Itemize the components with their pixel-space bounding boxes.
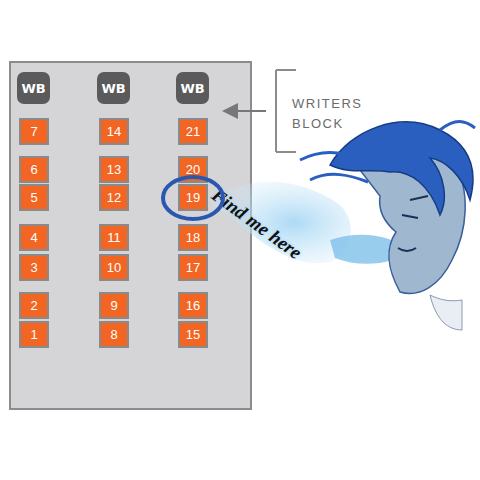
seat-number: 2	[30, 298, 37, 313]
seat-number: 19	[186, 190, 200, 205]
seat-box: 3	[19, 254, 49, 281]
pointer-head	[222, 103, 238, 119]
mouth	[398, 248, 416, 251]
seat-box: 12	[99, 184, 129, 211]
wb-label: WB	[21, 81, 45, 96]
seat-number: 3	[30, 260, 37, 275]
seat-number: 5	[30, 190, 37, 205]
hair	[330, 122, 473, 215]
seat-box: 15	[178, 321, 208, 348]
seat-number: 1	[30, 327, 37, 342]
seat-box: 2	[19, 292, 49, 319]
seat-number: 20	[186, 162, 200, 177]
seat-number: 6	[30, 162, 37, 177]
hall-panel	[10, 62, 251, 409]
wb-box: WB	[97, 72, 130, 104]
seat-box: 11	[99, 224, 129, 251]
seat-box: 5	[19, 184, 49, 211]
collar	[430, 295, 462, 330]
seat-box: 18	[178, 224, 208, 251]
blown-wind	[208, 182, 351, 263]
wb-label: WB	[180, 81, 204, 96]
seat-number: 12	[107, 190, 121, 205]
seat-box: 13	[99, 156, 129, 183]
wb-label: WB	[101, 81, 125, 96]
seat-number: 16	[186, 298, 200, 313]
seat-number: 8	[110, 327, 117, 342]
seat-box: 14	[99, 118, 129, 145]
seat-box: 10	[99, 254, 129, 281]
section-label: WRITERS BLOCK	[292, 94, 382, 134]
seat-box: 4	[19, 224, 49, 251]
seat-number: 10	[107, 260, 121, 275]
eye-brow	[402, 196, 428, 218]
pointer-line	[236, 110, 266, 112]
seat-number: 4	[30, 230, 37, 245]
seat-box: 1	[19, 321, 49, 348]
seat-number: 7	[30, 124, 37, 139]
seat-box: 8	[99, 321, 129, 348]
seat-box: 17	[178, 254, 208, 281]
seat-box: 16	[178, 292, 208, 319]
seat-number: 9	[110, 298, 117, 313]
seat-box: 6	[19, 156, 49, 183]
wb-box: WB	[17, 72, 50, 104]
seat-box: 21	[178, 118, 208, 145]
seat-box: 20	[178, 156, 208, 183]
seat-box: 7	[19, 118, 49, 145]
seat-number: 15	[186, 327, 200, 342]
seat-number: 11	[107, 230, 121, 245]
seat-box: 9	[99, 292, 129, 319]
seat-number: 14	[107, 124, 121, 139]
seat-number: 13	[107, 162, 121, 177]
seat-box: 19	[178, 184, 208, 211]
seat-number: 17	[186, 260, 200, 275]
highlight-circle	[163, 177, 223, 219]
seat-number: 18	[186, 230, 200, 245]
seat-number: 21	[186, 124, 200, 139]
wb-box: WB	[176, 72, 209, 104]
